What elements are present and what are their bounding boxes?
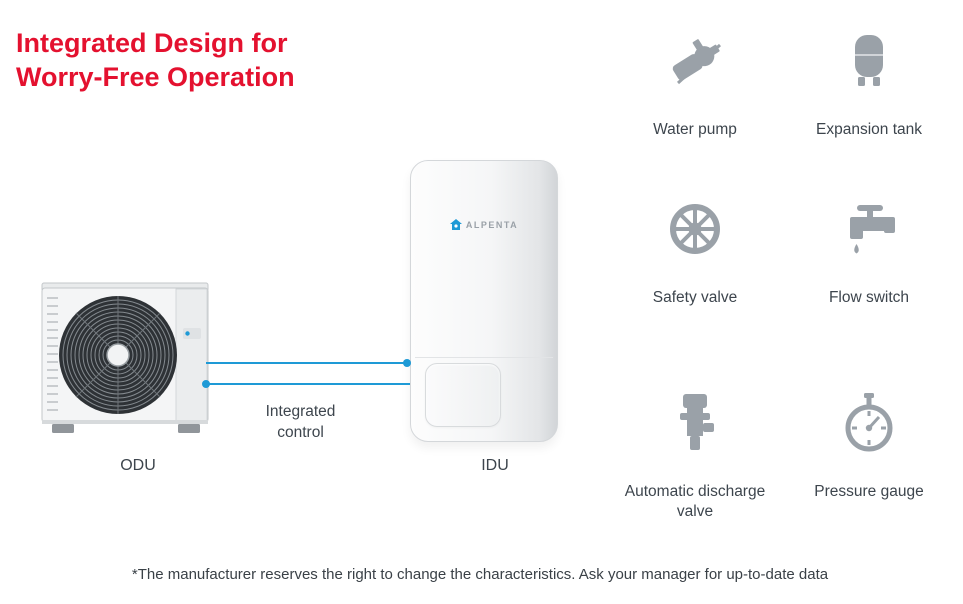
brand-house-icon [449, 219, 462, 230]
connection-line-top [206, 362, 410, 364]
feature-expansion-tank: Expansion tank [784, 30, 954, 140]
idu-panel-seam [415, 357, 553, 358]
feature-flow-switch: Flow switch [784, 198, 954, 308]
idu-image: ALPENTA [410, 160, 558, 442]
water-pump-icon [664, 30, 726, 92]
brand-logo: ALPENTA [411, 219, 557, 230]
connection-dot-idu [403, 359, 411, 367]
feature-label: Pressure gauge [814, 483, 924, 500]
idu-access-panel [425, 363, 501, 427]
page-title: Integrated Design for Worry-Free Operati… [16, 26, 295, 94]
connection-label: Integrated control [265, 403, 336, 441]
feature-pressure-gauge: Pressure gauge [784, 392, 954, 502]
page-title-line1: Integrated Design for [16, 28, 288, 58]
expansion-tank-icon [852, 30, 886, 92]
page-title-line2: Worry-Free Operation [16, 62, 295, 92]
pressure-gauge-icon [841, 392, 897, 454]
idu-label: IDU [481, 457, 509, 474]
feature-water-pump: Water pump [610, 30, 780, 140]
feature-automatic-discharge-valve: Automatic discharge valve [610, 392, 780, 522]
feature-label: Water pump [653, 121, 737, 138]
connection-dot-odu [202, 380, 210, 388]
outdoor-unit-icon [41, 282, 209, 433]
feature-label: Flow switch [828, 289, 910, 306]
brand-name: ALPENTA [465, 219, 519, 230]
connection-line-bottom [206, 383, 410, 385]
feature-safety-valve: Safety valve [610, 198, 780, 308]
feature-label: Expansion tank [816, 121, 922, 138]
odu-image [36, 276, 216, 446]
feature-label: Safety valve [652, 289, 738, 306]
flow-switch-icon [840, 198, 898, 260]
footnote: *The manufacturer reserves the right to … [131, 566, 829, 583]
safety-valve-icon [667, 198, 723, 260]
odu-label: ODU [120, 457, 156, 474]
automatic-discharge-valve-icon [674, 392, 716, 454]
feature-label: Automatic discharge valve [624, 483, 766, 520]
